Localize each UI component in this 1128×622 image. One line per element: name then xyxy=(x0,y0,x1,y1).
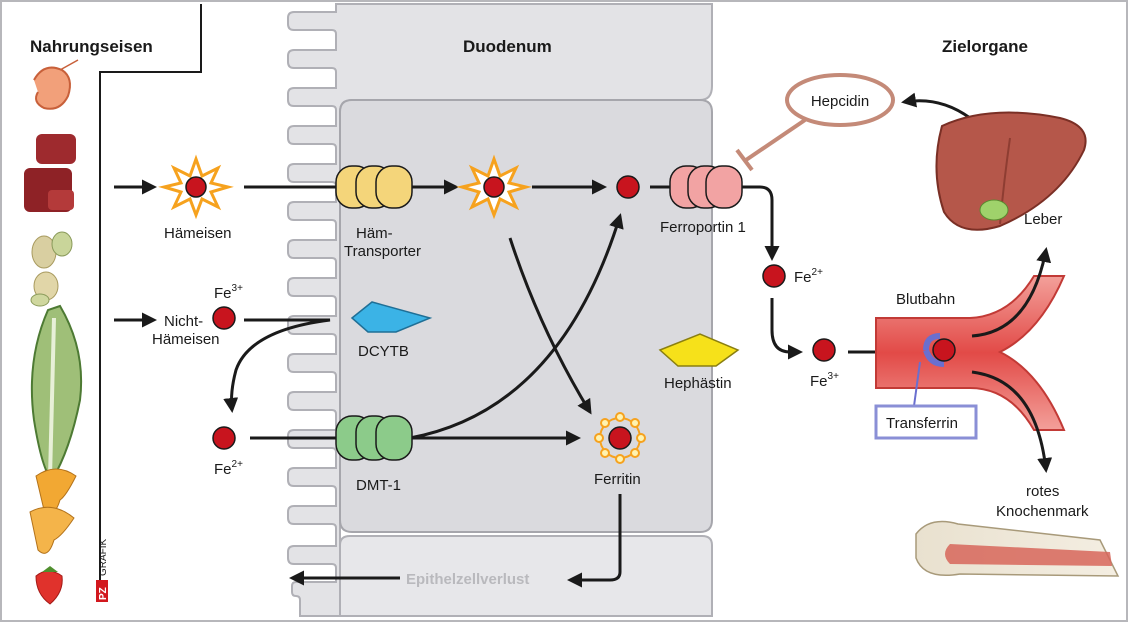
heme-transporter-label-2: Transporter xyxy=(344,243,421,260)
arrow-dcytb-reduction xyxy=(223,318,331,413)
transferrin-box xyxy=(874,404,978,440)
iron-fe2 xyxy=(212,426,236,450)
pz-grafik-logo: PZ GRAFIK xyxy=(96,538,109,602)
iron-fe3 xyxy=(212,306,236,330)
iron-atom xyxy=(483,176,505,198)
food-column-divider xyxy=(99,4,202,600)
arrow-to-bone-marrow xyxy=(971,370,1053,473)
transferrin-label: Transferrin xyxy=(886,415,958,432)
fe2-exported-label: Fe2+ xyxy=(794,267,823,286)
svg-text:PZ: PZ xyxy=(98,587,109,600)
liver-label: Leber xyxy=(1024,211,1062,228)
dmt1-transporter xyxy=(335,415,413,461)
bone-marrow-label-2: Knochenmark xyxy=(996,503,1089,520)
arrow-ferroportin-export xyxy=(650,185,780,261)
ferroportin-1 xyxy=(669,165,743,209)
bone-icon xyxy=(915,520,1120,577)
nonheme-label-2: Hämeisen xyxy=(152,331,220,348)
heading-duodenum: Duodenum xyxy=(463,37,552,56)
hepcidin-oval: Hepcidin xyxy=(785,73,895,127)
pistachio-icon xyxy=(30,231,73,307)
heading-target-organs: Zielorgane xyxy=(942,37,1028,56)
iron-fe3-blood xyxy=(812,338,836,362)
arrow-liver-to-hepcidin xyxy=(901,92,971,120)
dmt1-label: DMT-1 xyxy=(356,477,401,494)
arrow-oxidation xyxy=(770,298,803,360)
arrow-heme-to-ferritin xyxy=(508,237,592,415)
enterocyte-cell xyxy=(339,99,713,533)
iron-atom xyxy=(185,176,207,198)
dcytb-label: DCYTB xyxy=(358,343,409,360)
chanterelle-icon xyxy=(29,468,77,554)
arrow-to-liver xyxy=(971,247,1052,338)
liver-icon xyxy=(935,111,1087,231)
duodenum-epithelium xyxy=(287,3,713,617)
transferrin-receptor xyxy=(913,333,956,407)
heme-iron-star-cell xyxy=(456,154,532,220)
ferritin xyxy=(594,412,646,464)
strawberry-icon xyxy=(35,566,63,605)
heme-transporter-label-1: Häm- xyxy=(356,225,393,242)
ferritin-label: Ferritin xyxy=(594,471,641,488)
heme-transporter xyxy=(335,165,413,209)
arrow-dmt1-to-ferroportin xyxy=(409,213,624,440)
svg-text:GRAFIK: GRAFIK xyxy=(98,538,109,576)
ferroportin-label: Ferroportin 1 xyxy=(660,219,746,236)
hepcidin-label: Hepcidin xyxy=(811,93,869,110)
meat-icon xyxy=(24,134,76,212)
fe3-blood-label: Fe3+ xyxy=(810,371,839,390)
epithelial-loss-label: Epithelzellverlust xyxy=(406,571,529,588)
hepcidin-inhibition xyxy=(735,118,807,172)
chard-leaf-icon xyxy=(30,304,83,482)
arrow-ferritin-loss xyxy=(567,494,622,588)
fe2-label: Fe2+ xyxy=(214,459,243,478)
bloodstream-label: Blutbahn xyxy=(896,291,955,308)
iron-atom-cell xyxy=(616,175,640,199)
dcytb-shape xyxy=(350,301,433,333)
heading-dietary-iron: Nahrungseisen xyxy=(30,37,153,56)
heme-iron-star xyxy=(158,154,234,220)
hephaestin-label: Hephästin xyxy=(664,375,732,392)
fe3-label: Fe3+ xyxy=(214,283,243,302)
iron-fe2-exported xyxy=(762,264,786,288)
shrimp-icon xyxy=(33,59,79,110)
hephaestin-shape xyxy=(658,333,740,367)
bone-marrow-label-1: rotes xyxy=(1026,483,1059,500)
nonheme-label-1: Nicht- xyxy=(164,313,203,330)
heme-iron-label: Hämeisen xyxy=(164,225,232,242)
